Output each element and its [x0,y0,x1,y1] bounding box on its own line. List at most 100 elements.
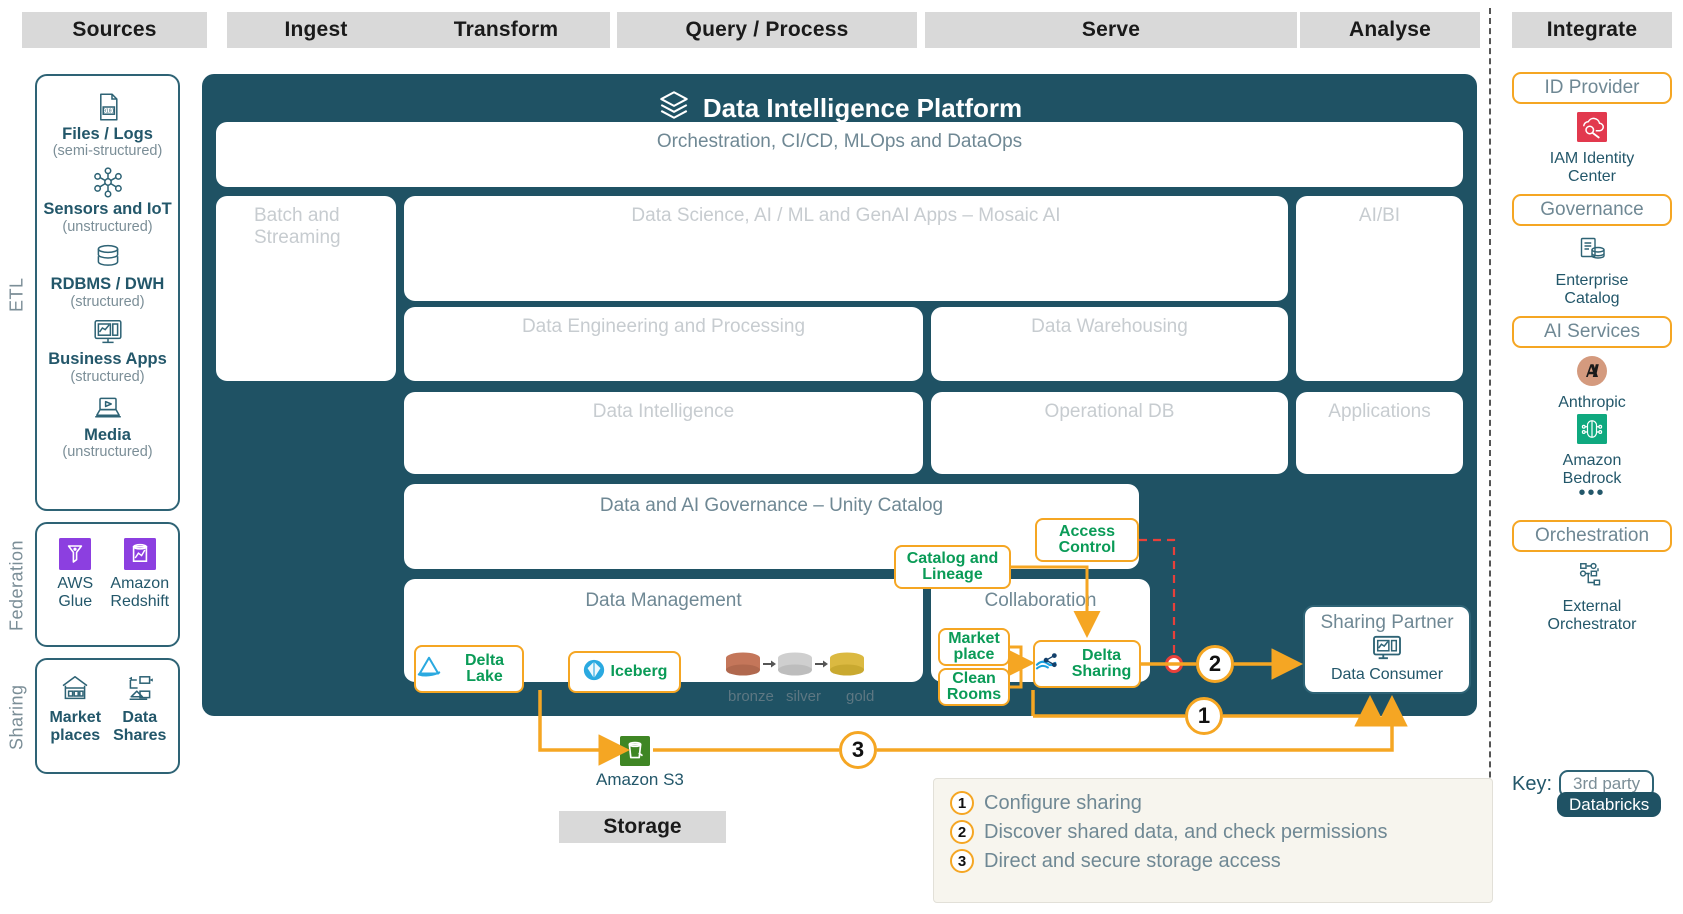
platform-title-row: Data Intelligence Platform [202,88,1477,129]
legend-step-number-2: 2 [950,820,974,844]
box-data-intelligence: Data Intelligence [404,392,923,474]
tag-iceberg-label: Iceberg [610,662,668,680]
marketplace-icon [43,672,107,709]
source-item-rdbms-dwh: RDBMS / DWH(structured) [41,241,174,310]
box-applications-label: Applications [1328,401,1431,422]
flow-marker-1: 1 [1185,697,1223,735]
box-data-engineering: Data Engineering and Processing [404,307,923,381]
box-ai-bi-label: AI/BI [1358,205,1401,226]
tag-catalog-lineage[interactable]: Catalog and Lineage [894,545,1011,589]
tag-marketplace[interactable]: Market place [938,628,1010,666]
legend-step-number-1: 1 [950,791,974,815]
phase-header-analyse: Analyse [1300,12,1480,48]
phase-header-query-process: Query / Process [617,12,917,48]
amazon-s3-label: Amazon S3 [596,770,684,789]
amazon-s3-icon [620,736,650,771]
key-label: Key: [1512,772,1553,795]
amazon-bedrock-icon [1512,414,1672,449]
file-logs-icon: 0101 [41,91,174,125]
storage-tab: Storage [559,811,726,843]
integrate-item-anthropic: Anthropic [1512,356,1672,412]
integrate-pill-governance[interactable]: Governance [1512,194,1672,226]
database-icon [41,241,174,275]
phase-header-ingest: Ingest [227,12,405,48]
legend-step-number-3: 3 [950,849,974,873]
amazon-redshift-icon [108,538,172,575]
platform-title-text: Data Intelligence Platform [702,93,1023,123]
box-batch-streaming: Batch and Streaming [216,196,396,381]
integrate-ellipsis: ••• [1578,482,1606,504]
legend-step-text-1: Configure sharing [984,791,1142,814]
box-data-warehousing: Data Warehousing [931,307,1288,381]
medallion-label-bronze: bronze [728,688,774,705]
box-batch-streaming-label: Batch and Streaming [254,205,341,249]
tag-delta-lake-label: Delta Lake [464,651,505,685]
sharing-partner-title: Sharing Partner [1320,612,1454,633]
aws-glue-icon [43,538,107,575]
box-unity-catalog-label: Data and AI Governance – Unity Catalog [599,495,944,516]
box-mosaic-ai-label: Data Science, AI / ML and GenAI Apps – M… [631,205,1061,226]
medallion-architecture [725,648,865,687]
integrate-pill-ai-services[interactable]: AI Services [1512,316,1672,348]
databricks-stack-logo [657,88,691,129]
medallion-label-gold: gold [846,688,875,705]
legend-step-text-2: Discover shared data, and check permissi… [984,820,1388,843]
integrate-pill-id-provider[interactable]: ID Provider [1512,72,1672,104]
phase-header-sources: Sources [22,12,207,48]
legend-step-3: 3 Direct and secure storage access [950,849,1476,873]
monitor-chart-icon [1305,635,1469,666]
enterprise-catalog-icon [1512,234,1672,269]
medallion-label-silver: silver [786,688,822,705]
box-ai-bi: AI/BI [1296,196,1463,381]
integrate-pill-orchestration[interactable]: Orchestration [1512,520,1672,552]
phase-header-integrate: Integrate [1512,12,1672,48]
media-icon [41,392,174,426]
iceberg-icon [582,658,606,686]
source-item-sensors-and-iot: Sensors and IoT(unstructured) [41,166,174,235]
box-operational-db-label: Operational DB [1044,401,1175,422]
tag-iceberg[interactable]: Iceberg [568,651,681,693]
phase-header-serve: Serve [925,12,1297,48]
box-orchestration: Orchestration, CI/CD, MLOps and DataOps [216,122,1463,187]
tag-delta-sharing[interactable]: Delta Sharing [1033,640,1141,688]
iam-identity-center-icon [1512,112,1672,147]
federation-rail-label: Federation [6,539,27,631]
box-data-management-label: Data Management [585,590,742,611]
business-apps-icon [41,316,174,350]
box-operational-db: Operational DB [931,392,1288,474]
box-applications: Applications [1296,392,1463,474]
box-data-warehousing-label: Data Warehousing [1031,316,1188,337]
tag-clean-rooms[interactable]: Clean Rooms [938,668,1010,706]
external-orchestrator-icon [1512,560,1672,595]
tag-catalog-lineage-label: Catalog and Lineage [906,549,999,583]
data-shares-icon [108,672,172,709]
sharing-partner-panel: Sharing Partner Data Consumer [1303,605,1471,694]
source-item-business-apps: Business Apps(structured) [41,316,174,385]
integrate-divider [1489,8,1491,898]
tag-access-control-label: Access Control [1058,522,1116,556]
key-badge-databricks: Databricks [1557,792,1662,817]
data-intelligence-platform: Data Intelligence Platform Orchestration… [202,74,1477,716]
data-consumer-label: Data Consumer [1330,666,1444,683]
delta-sharing-icon [1035,651,1059,677]
source-item-media: Media(unstructured) [41,392,174,461]
box-data-engineering-label: Data Engineering and Processing [521,316,806,337]
delta-lake-icon [416,655,442,683]
legend-step-text-3: Direct and secure storage access [984,849,1281,872]
tag-clean-rooms-label: Clean Rooms [946,669,1002,703]
box-orchestration-label: Orchestration, CI/CD, MLOps and DataOps [656,131,1023,152]
flow-marker-3: 3 [839,731,877,769]
tag-delta-lake[interactable]: Delta Lake [414,645,524,693]
tag-access-control[interactable]: Access Control [1035,518,1139,562]
